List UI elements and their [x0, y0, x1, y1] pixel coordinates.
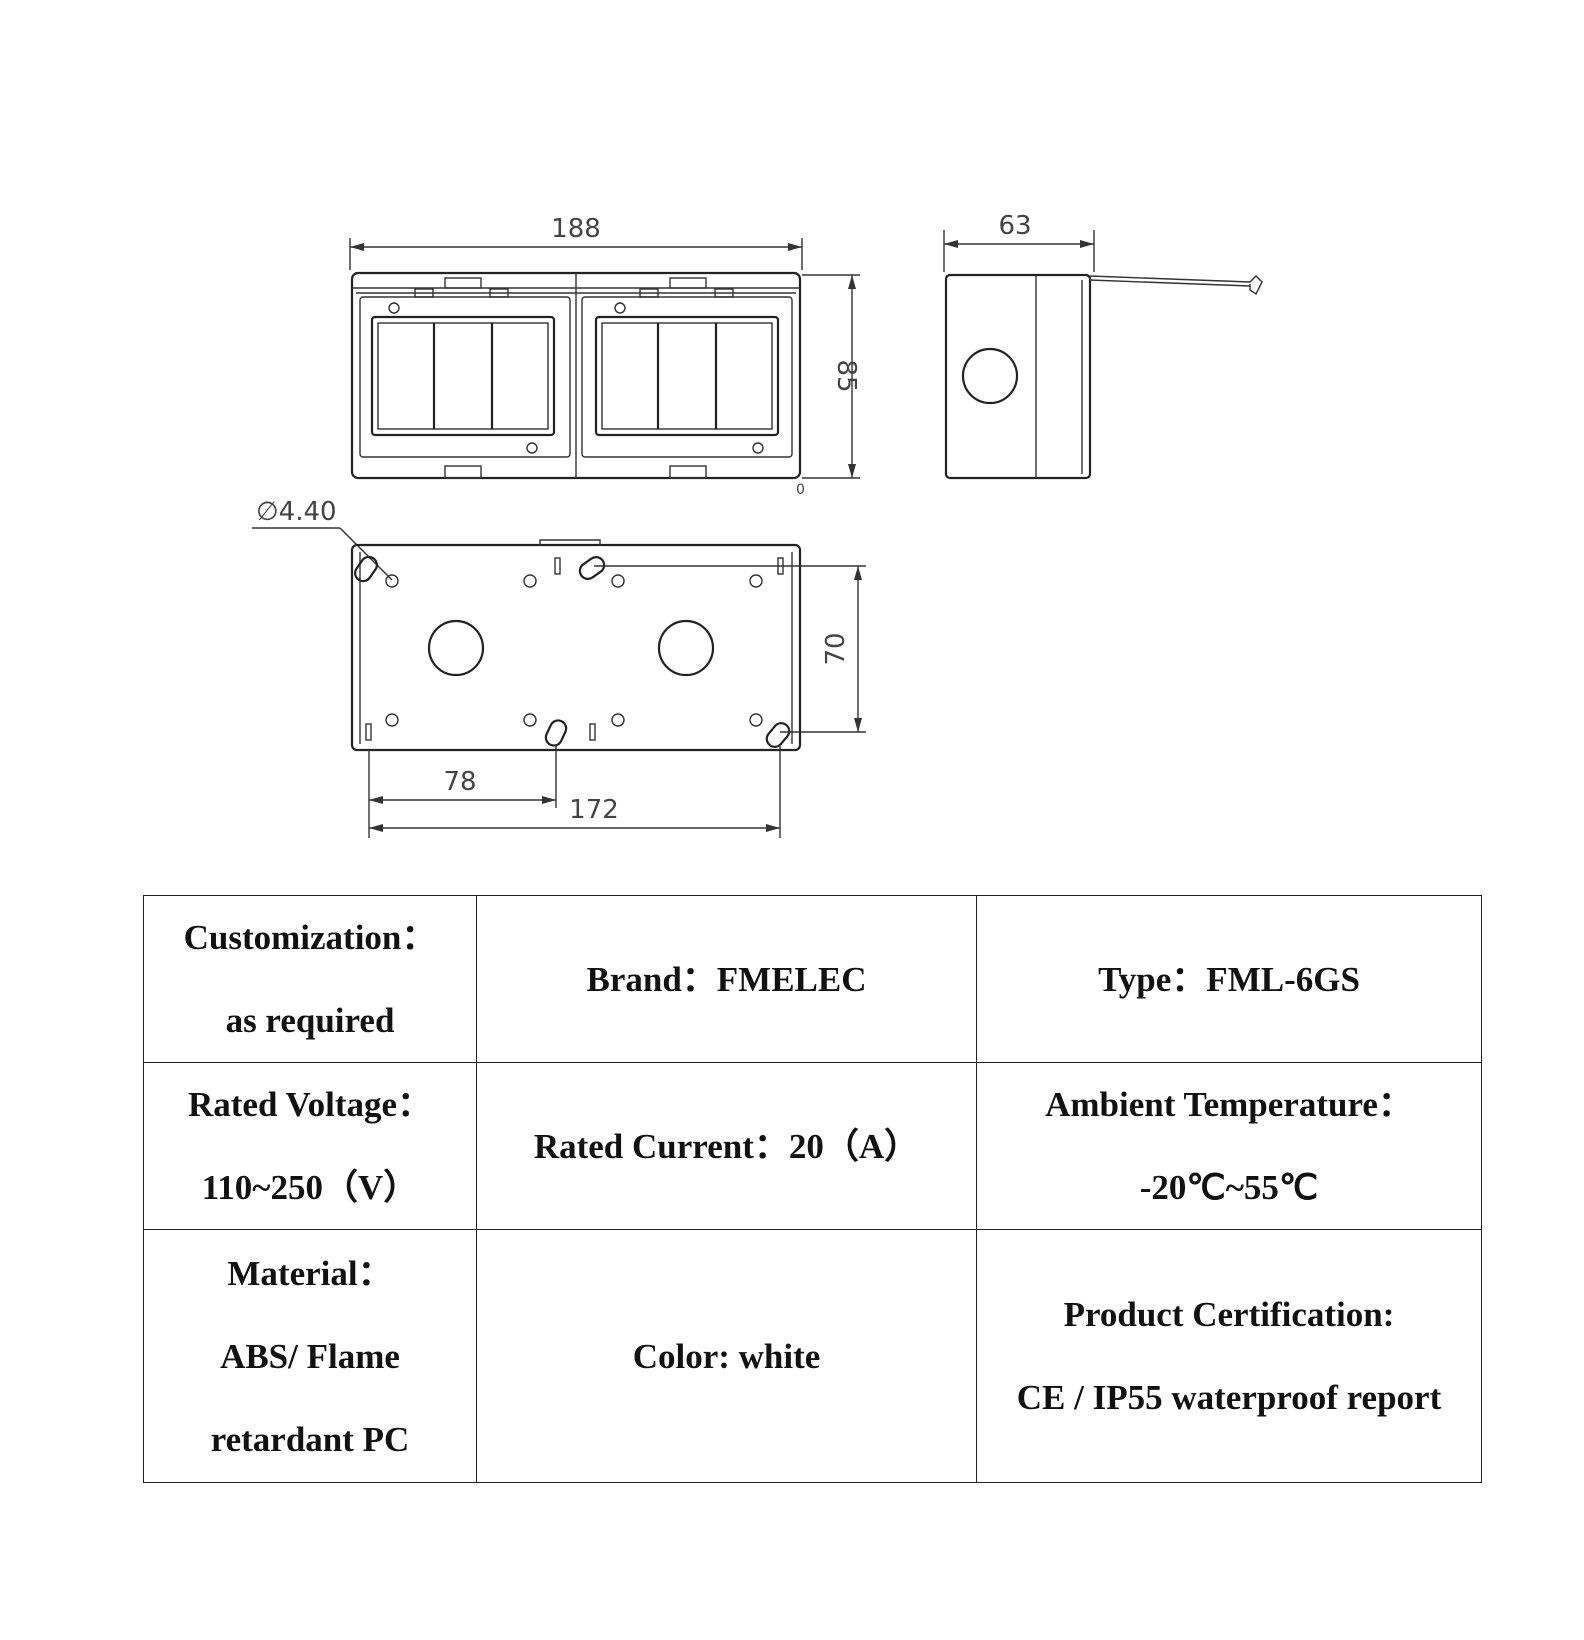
dim-small-mark: 0 — [796, 482, 805, 498]
cell-type: Type：FML-6GS — [976, 895, 1482, 1063]
side-view: 63 — [943, 211, 1263, 480]
dim-spacing-172: 172 — [569, 795, 619, 825]
cell-temperature: Ambient Temperature： -20℃~55℃ — [976, 1062, 1482, 1230]
customization-value: as required — [225, 1001, 395, 1040]
dim-spacing-78: 78 — [443, 767, 476, 797]
material-value-1: ABS/ Flame — [220, 1336, 400, 1376]
type-text: Type：FML-6GS — [1098, 959, 1360, 999]
brand-text: Brand：FMELEC — [586, 959, 867, 999]
customization-label: Customization： — [183, 918, 437, 957]
material-label: Material： — [227, 1253, 393, 1293]
back-view: ∅4.40 70 — [252, 497, 866, 838]
dim-width-188: 188 — [551, 214, 601, 244]
temperature-value: -20℃~55℃ — [1139, 1168, 1319, 1207]
spec-table: Customization： as required Brand：FMELEC … — [143, 895, 1482, 1483]
cell-voltage: Rated Voltage： 110~250（V） — [143, 1062, 477, 1230]
voltage-label: Rated Voltage： — [187, 1085, 433, 1124]
dim-hole-diameter: ∅4.40 — [256, 497, 337, 527]
cell-color: Color: white — [476, 1229, 977, 1483]
voltage-value: 110~250（V） — [201, 1168, 419, 1207]
certification-label: Product Certification: — [1063, 1295, 1395, 1334]
cell-certification: Product Certification: CE / IP55 waterpr… — [976, 1229, 1482, 1483]
cell-material: Material： ABS/ Flame retardant PC — [143, 1229, 477, 1483]
material-value-2: retardant PC — [210, 1419, 410, 1459]
cell-current: Rated Current：20（A） — [476, 1062, 977, 1230]
technical-drawing: 188 85 0 — [252, 211, 1263, 838]
front-view: 188 85 0 — [349, 214, 861, 498]
temperature-label: Ambient Temperature： — [1045, 1085, 1413, 1124]
cell-customization: Customization： as required — [143, 895, 477, 1063]
certification-value: CE / IP55 waterproof report — [1016, 1378, 1442, 1417]
dim-height-85: 85 — [831, 359, 861, 392]
dim-depth-63: 63 — [998, 211, 1031, 241]
color-text: Color: white — [632, 1336, 821, 1376]
cell-brand: Brand：FMELEC — [476, 895, 977, 1063]
current-text: Rated Current：20（A） — [533, 1126, 920, 1166]
dim-height-70: 70 — [821, 632, 851, 665]
